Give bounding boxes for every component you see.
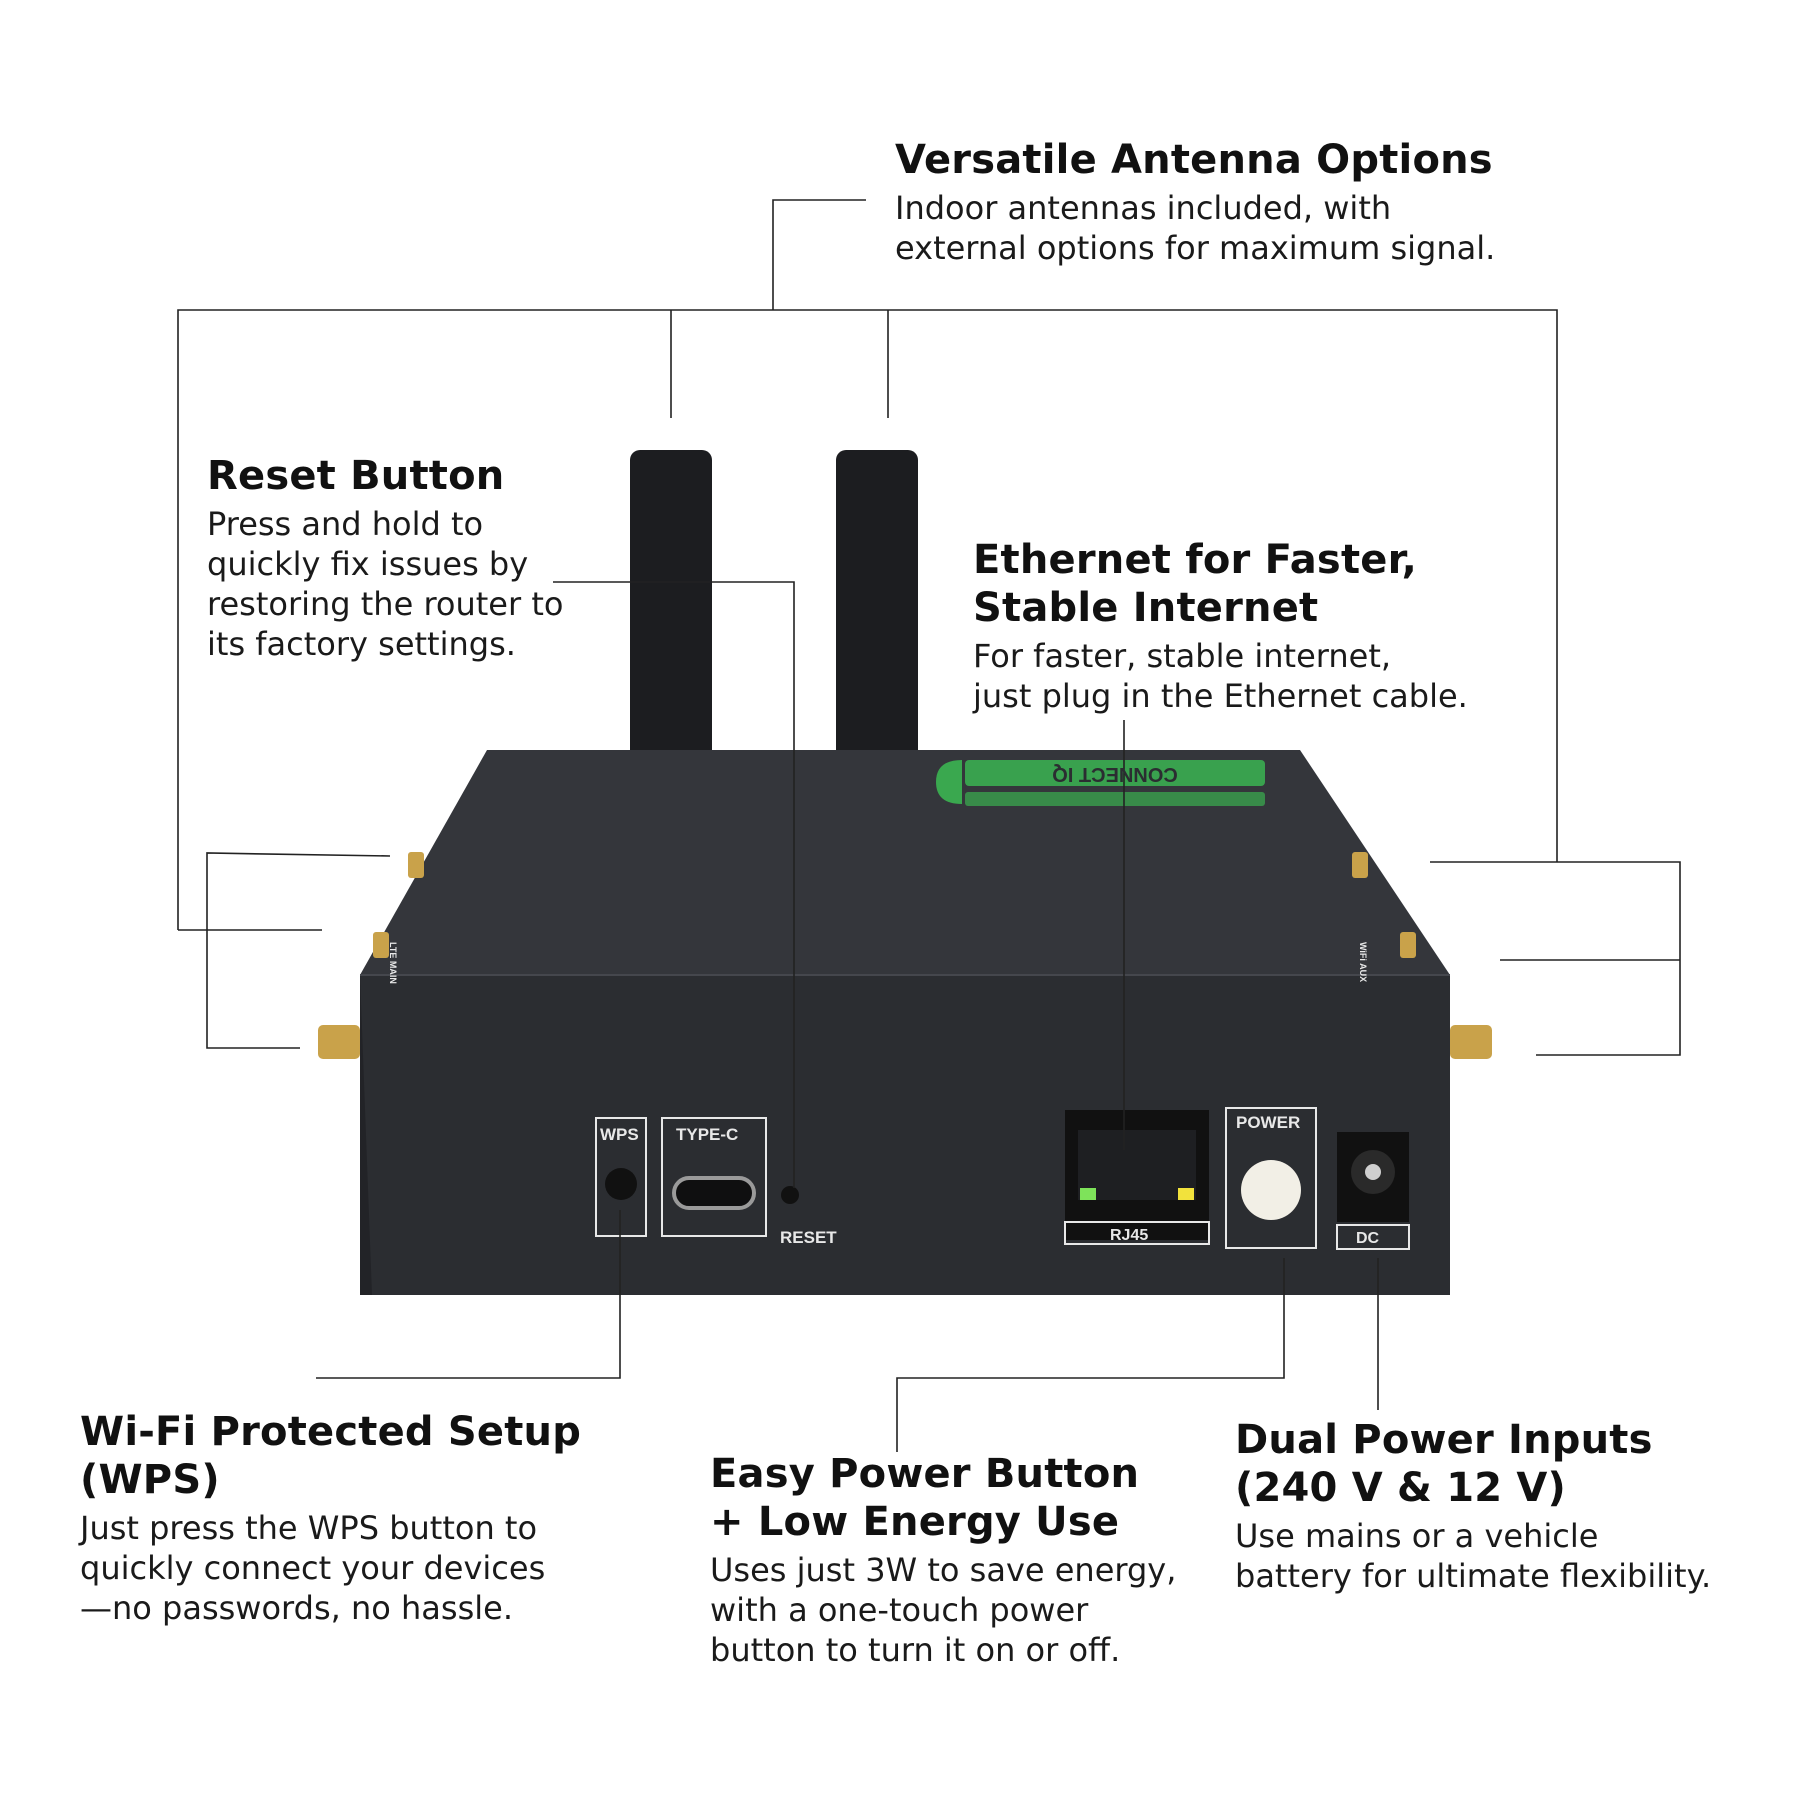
dc-port-label: DC — [1356, 1230, 1380, 1247]
port-typec — [661, 1117, 767, 1237]
feature-reset: Reset Button Press and hold to quickly f… — [207, 452, 563, 664]
antenna-left — [630, 450, 712, 770]
port-power — [1225, 1107, 1317, 1249]
feature-ethernet-desc: For faster, stable internet, just plug i… — [973, 637, 1468, 715]
feature-power: Easy Power Button + Low Energy Use Uses … — [710, 1450, 1176, 1670]
typec-port-label: TYPE-C — [676, 1125, 738, 1144]
antenna-right — [836, 450, 918, 770]
router-top-face — [360, 750, 1450, 975]
feature-dual-power: Dual Power Inputs (240 V & 12 V) Use mai… — [1235, 1416, 1711, 1596]
feature-ethernet: Ethernet for Faster, Stable Internet For… — [973, 536, 1468, 716]
feature-ethernet-title: Ethernet for Faster, Stable Internet — [973, 537, 1418, 631]
logo-text: CONNECT IQ — [1052, 763, 1178, 785]
feature-antenna-title: Versatile Antenna Options — [895, 137, 1493, 183]
side-label-right: WiFi AUX — [1358, 942, 1368, 982]
rj45-port-label: RJ45 — [1110, 1227, 1148, 1244]
router-front-face — [360, 975, 1450, 1295]
feature-power-title: Easy Power Button + Low Energy Use — [710, 1451, 1140, 1545]
feature-antenna-desc: Indoor antennas included, with external … — [895, 189, 1496, 267]
sma-connectors — [318, 852, 1492, 1059]
feature-reset-desc: Press and hold to quickly fix issues by … — [207, 505, 564, 663]
port-dc — [1336, 1132, 1410, 1250]
brand-logo — [936, 760, 1265, 806]
feature-wps-desc: Just press the WPS button to quickly con… — [80, 1509, 546, 1627]
reset-port-label: RESET — [780, 1228, 837, 1247]
feature-wps: Wi-Fi Protected Setup (WPS) Just press t… — [80, 1408, 581, 1628]
feature-antenna: Versatile Antenna Options Indoor antenna… — [895, 136, 1495, 268]
port-reset-hole — [781, 1186, 799, 1204]
port-rj45 — [1064, 1110, 1210, 1245]
leader-lines — [177, 199, 1681, 1452]
feature-dual-power-title: Dual Power Inputs (240 V & 12 V) — [1235, 1417, 1653, 1511]
feature-reset-title: Reset Button — [207, 453, 505, 499]
feature-dual-power-desc: Use mains or a vehicle battery for ultim… — [1235, 1517, 1712, 1595]
feature-power-desc: Uses just 3W to save energy, with a one-… — [710, 1551, 1177, 1669]
feature-wps-title: Wi-Fi Protected Setup (WPS) — [80, 1409, 582, 1503]
router-side-left — [360, 975, 372, 1295]
side-label-left: LTE MAIN — [388, 942, 398, 984]
port-wps — [595, 1117, 647, 1237]
power-port-label: POWER — [1236, 1113, 1300, 1132]
wps-port-label: WPS — [600, 1125, 639, 1144]
